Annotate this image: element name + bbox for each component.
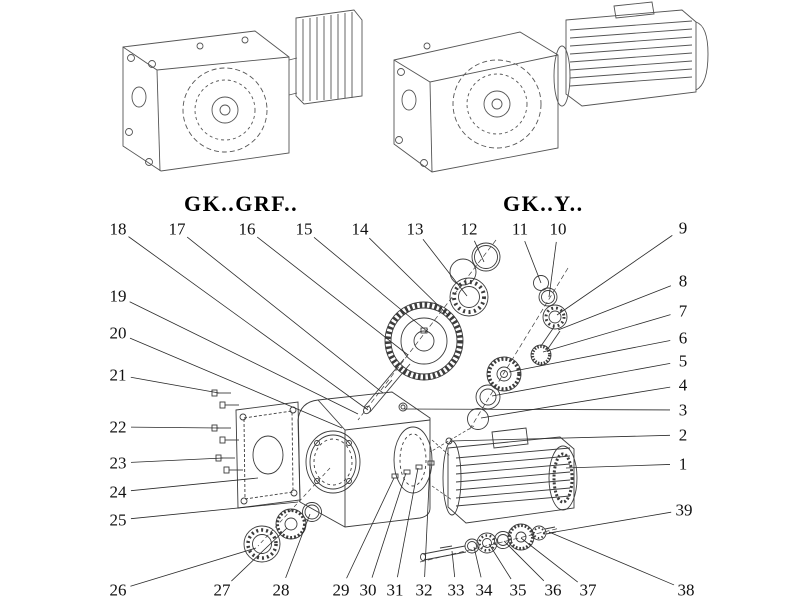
output-cover-rings xyxy=(243,467,331,563)
callout-number-32: 32 xyxy=(415,580,433,600)
callout-number-26: 26 xyxy=(109,580,127,600)
callout-number-39: 39 xyxy=(675,500,693,520)
right-model-label: GK..Y.. xyxy=(503,191,584,216)
leader-line-17 xyxy=(186,236,384,394)
leader-line-21 xyxy=(130,376,220,394)
leader-line-37 xyxy=(520,537,578,583)
leader-line-6 xyxy=(508,340,671,373)
callout-number-1: 1 xyxy=(678,454,688,474)
leader-line-4 xyxy=(480,386,671,419)
gearbox-y-drawing xyxy=(393,1,709,173)
callout-number-37: 37 xyxy=(579,580,597,600)
leader-line-11 xyxy=(524,240,542,284)
leader-line-28 xyxy=(285,513,311,578)
leader-line-10 xyxy=(548,241,557,298)
callout-number-20: 20 xyxy=(109,323,127,343)
leader-lines xyxy=(128,235,675,587)
motor-assembly xyxy=(442,427,578,524)
leader-line-30 xyxy=(371,472,407,578)
callout-number-29: 29 xyxy=(332,580,350,600)
callout-number-9: 9 xyxy=(678,218,688,238)
leader-line-15 xyxy=(313,236,429,333)
leader-line-33 xyxy=(451,550,456,578)
leader-line-38 xyxy=(548,531,675,586)
callout-number-6: 6 xyxy=(678,328,688,348)
callout-number-33: 33 xyxy=(447,580,465,600)
leader-line-3 xyxy=(403,408,671,411)
leader-line-9 xyxy=(556,235,673,316)
callout-number-21: 21 xyxy=(109,365,127,385)
leader-line-12 xyxy=(474,240,485,263)
leader-line-18 xyxy=(128,236,369,411)
callout-number-31: 31 xyxy=(386,580,404,600)
callout-number-11: 11 xyxy=(511,219,529,239)
callout-number-22: 22 xyxy=(109,417,127,437)
callout-number-3: 3 xyxy=(678,400,688,420)
leader-line-29 xyxy=(346,477,395,579)
callout-number-36: 36 xyxy=(544,580,562,600)
callout-number-7: 7 xyxy=(678,301,688,321)
mounting-flange-plate xyxy=(235,401,301,509)
left-model-label: GK..GRF.. xyxy=(184,191,299,216)
flange-bolts xyxy=(211,389,243,474)
leader-line-14 xyxy=(369,237,450,317)
callout-number-10: 10 xyxy=(549,219,567,239)
callout-number-34: 34 xyxy=(475,580,493,600)
leader-line-8 xyxy=(557,285,672,331)
callout-number-27: 27 xyxy=(213,580,231,600)
leader-line-34 xyxy=(473,546,482,578)
callout-number-15: 15 xyxy=(295,219,313,239)
callout-number-23: 23 xyxy=(109,453,127,473)
gear-housing xyxy=(297,391,435,528)
leader-line-27 xyxy=(231,527,288,582)
leader-line-26 xyxy=(130,547,257,587)
main-shaft-gear-group xyxy=(362,242,501,415)
callout-number-28: 28 xyxy=(272,580,290,600)
leader-line-1 xyxy=(565,464,671,469)
leader-line-13 xyxy=(422,239,468,297)
callout-number-24: 24 xyxy=(109,482,127,502)
callout-number-25: 25 xyxy=(109,510,127,530)
callout-number-17: 17 xyxy=(168,219,186,239)
callout-number-19: 19 xyxy=(109,286,127,306)
leader-line-35 xyxy=(488,543,512,580)
callout-number-4: 4 xyxy=(678,375,688,395)
leader-line-24 xyxy=(130,477,259,492)
callout-number-5: 5 xyxy=(678,351,688,371)
leader-line-19 xyxy=(129,301,359,415)
leader-line-7 xyxy=(542,314,671,353)
callout-number-13: 13 xyxy=(406,219,424,239)
leader-line-22 xyxy=(130,426,220,429)
callout-number-35: 35 xyxy=(509,580,527,600)
callout-number-2: 2 xyxy=(678,425,688,445)
leader-line-5 xyxy=(491,362,671,397)
leader-line-31 xyxy=(397,467,419,578)
leader-line-25 xyxy=(130,501,299,520)
callout-number-8: 8 xyxy=(678,271,688,291)
input-pinion-group xyxy=(467,275,568,430)
leader-line-20 xyxy=(129,337,343,429)
leader-line-39 xyxy=(548,511,672,534)
leader-line-16 xyxy=(256,236,409,356)
callout-number-38: 38 xyxy=(677,580,695,600)
leader-line-2 xyxy=(449,434,671,442)
callout-number-12: 12 xyxy=(460,219,478,239)
output-shaft-group xyxy=(420,523,557,561)
callout-number-14: 14 xyxy=(351,219,369,239)
leader-line-36 xyxy=(503,540,545,582)
callout-number-18: 18 xyxy=(109,219,127,239)
leader-line-32 xyxy=(424,462,431,578)
exploded-view-drawing xyxy=(211,239,578,563)
callout-number-16: 16 xyxy=(238,219,256,239)
callout-number-30: 30 xyxy=(359,580,377,600)
leader-line-23 xyxy=(130,457,224,463)
gearbox-grf-drawing xyxy=(122,9,363,172)
